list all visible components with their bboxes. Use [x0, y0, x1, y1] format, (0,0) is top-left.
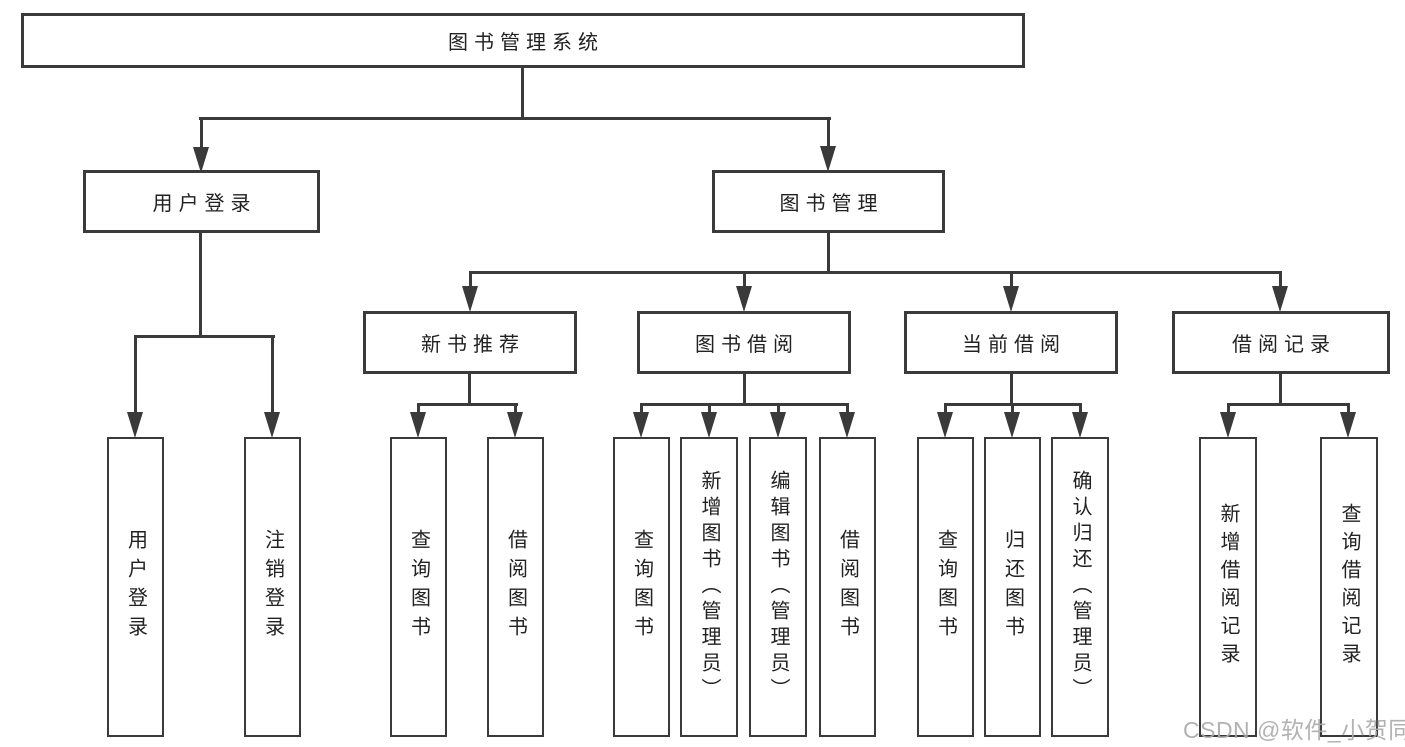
leaf-edit-book-admin-label: 编辑图书（管理员）: [767, 470, 789, 704]
connector-line: [521, 66, 524, 117]
connector-line: [1079, 403, 1082, 413]
node-user-login-label: 用户登录: [152, 193, 257, 215]
arrow-down-icon: [1072, 412, 1088, 438]
connector-line: [708, 403, 711, 413]
leaf-query-books-current-label: 查询图书: [934, 529, 957, 645]
arrow-down-icon: [820, 146, 836, 172]
connector-line: [200, 117, 203, 148]
node-borrowing-records: 借阅记录: [1172, 311, 1390, 374]
arrow-down-icon: [1220, 412, 1236, 438]
node-current-borrowing-label: 当前借阅: [962, 334, 1066, 356]
arrow-down-icon: [127, 412, 143, 438]
connector-line: [640, 403, 849, 406]
leaf-user-login-label: 用户登录: [124, 529, 147, 645]
leaf-edit-book-admin: 编辑图书（管理员）: [749, 437, 807, 737]
leaf-query-books-borrowing: 查询图书: [613, 437, 670, 737]
arrow-down-icon: [410, 412, 426, 438]
arrow-down-icon: [937, 412, 953, 438]
leaf-borrow-books-borrowing-label: 借阅图书: [836, 529, 859, 645]
connector-line: [1010, 271, 1013, 287]
leaf-query-books-current: 查询图书: [917, 437, 974, 737]
connector-line: [199, 117, 831, 120]
connector-line: [199, 231, 202, 335]
connector-line: [743, 372, 746, 406]
arrow-down-icon: [462, 286, 478, 312]
connector-line: [417, 403, 518, 406]
node-root-label: 图书管理系统: [448, 32, 604, 54]
connector-line: [743, 271, 746, 287]
node-book-management: 图书管理: [712, 170, 945, 233]
leaf-return-book-label: 归还图书: [1001, 529, 1024, 645]
leaf-add-borrow-record: 新增借阅记录: [1199, 437, 1257, 737]
csdn-watermark: CSDN @软件_小贺同学: [1183, 717, 1405, 743]
node-user-login: 用户登录: [83, 170, 320, 233]
arrow-down-icon: [1003, 286, 1019, 312]
connector-line: [1011, 403, 1014, 413]
node-book-management-label: 图书管理: [779, 193, 884, 215]
node-book-borrowing-label: 图书借阅: [695, 334, 799, 356]
node-book-borrowing: 图书借阅: [637, 311, 851, 374]
leaf-borrow-books-recommend-label: 借阅图书: [504, 529, 527, 645]
connector-line: [944, 403, 947, 413]
arrow-down-icon: [1004, 412, 1020, 438]
connector-line: [1227, 403, 1230, 413]
leaf-add-book-admin: 新增图书（管理员）: [680, 437, 738, 737]
node-new-book-recommend: 新书推荐: [363, 311, 577, 374]
leaf-query-books-recommend: 查询图书: [390, 437, 447, 737]
arrow-down-icon: [507, 412, 523, 438]
connector-line: [134, 335, 275, 338]
connector-line: [271, 335, 274, 413]
connector-line: [514, 403, 517, 413]
connector-line: [1010, 372, 1013, 406]
connector-line: [1227, 403, 1350, 406]
leaf-user-login: 用户登录: [107, 437, 164, 737]
connector-line: [134, 335, 137, 413]
node-borrowing-records-label: 借阅记录: [1232, 334, 1336, 356]
arrow-down-icon: [633, 412, 649, 438]
arrow-down-icon: [264, 412, 280, 438]
connector-line: [640, 403, 643, 413]
leaf-logout-label: 注销登录: [261, 529, 284, 645]
arrow-down-icon: [1340, 412, 1356, 438]
connector-line: [469, 271, 1282, 274]
arrow-down-icon: [1272, 286, 1288, 312]
connector-line: [417, 403, 420, 413]
leaf-query-borrow-record: 查询借阅记录: [1320, 437, 1378, 737]
arrow-down-icon: [770, 412, 786, 438]
arrow-down-icon: [736, 286, 752, 312]
leaf-query-books-recommend-label: 查询图书: [407, 529, 430, 645]
leaf-confirm-return-admin-label: 确认归还（管理员）: [1069, 470, 1091, 704]
leaf-add-borrow-record-label: 新增借阅记录: [1217, 503, 1239, 671]
connector-line: [469, 271, 472, 287]
leaf-query-borrow-record-label: 查询借阅记录: [1338, 503, 1360, 671]
leaf-query-books-borrowing-label: 查询图书: [630, 529, 653, 645]
connector-line: [468, 372, 471, 406]
leaf-confirm-return-admin: 确认归还（管理员）: [1051, 437, 1109, 737]
leaf-add-book-admin-label: 新增图书（管理员）: [698, 470, 720, 704]
arrow-down-icon: [701, 412, 717, 438]
connector-line: [1279, 374, 1282, 406]
connector-line: [846, 403, 849, 413]
connector-line: [827, 231, 830, 274]
node-root: 图书管理系统: [21, 13, 1025, 68]
connector-line: [777, 403, 780, 413]
connector-line: [1347, 403, 1350, 413]
connector-line: [827, 117, 830, 147]
node-current-borrowing: 当前借阅: [904, 311, 1118, 374]
leaf-logout: 注销登录: [244, 437, 301, 737]
leaf-return-book: 归还图书: [984, 437, 1041, 737]
arrow-down-icon: [839, 412, 855, 438]
node-new-book-recommend-label: 新书推荐: [421, 334, 525, 356]
leaf-borrow-books-borrowing: 借阅图书: [819, 437, 876, 737]
arrow-down-icon: [193, 147, 209, 173]
leaf-borrow-books-recommend: 借阅图书: [487, 437, 544, 737]
connector-line: [1279, 271, 1282, 287]
